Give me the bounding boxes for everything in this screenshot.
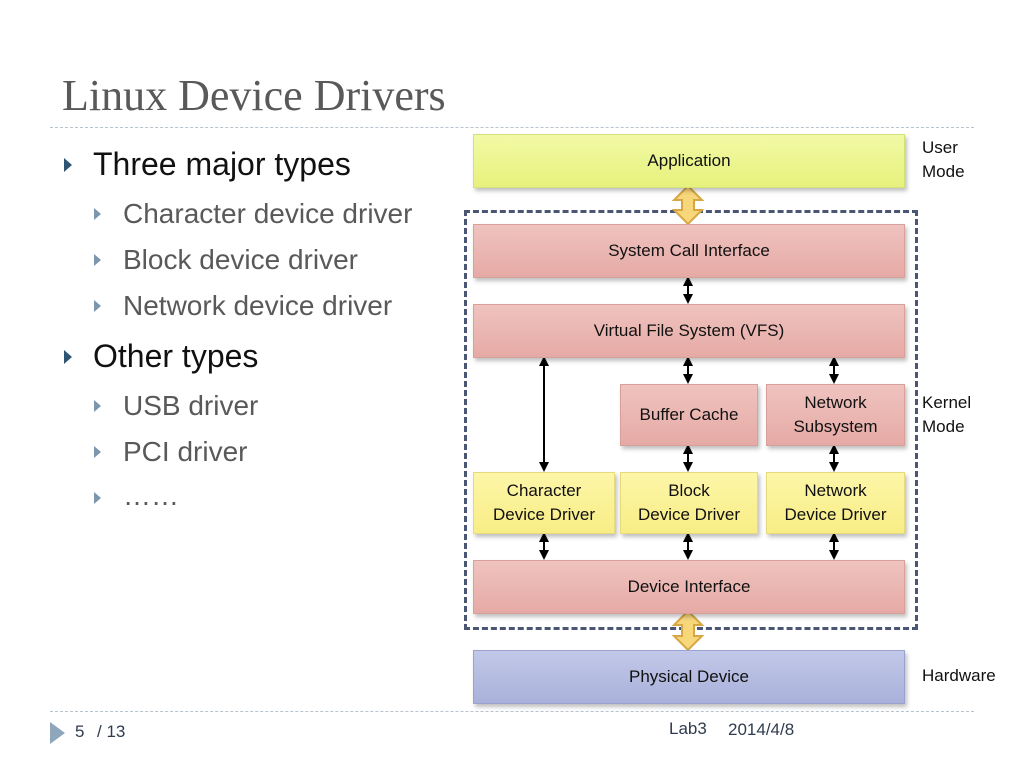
title-divider bbox=[50, 127, 974, 128]
network-subsystem-line2: Subsystem bbox=[793, 417, 878, 436]
footer-divider bbox=[50, 711, 974, 712]
kernel-mode-label: Kernel Mode bbox=[922, 391, 971, 439]
footer-date: 2014/4/8 bbox=[728, 720, 795, 739]
buffer-cache-box: Buffer Cache bbox=[620, 384, 758, 446]
vfs-box: Virtual File System (VFS) bbox=[473, 304, 905, 358]
sub-bullet-arrow-icon bbox=[94, 492, 101, 504]
bullet-three-major-types: Three major types bbox=[93, 146, 351, 182]
sub-bullet-arrow-icon bbox=[94, 446, 101, 458]
character-driver-line1: Character bbox=[506, 481, 582, 500]
sub-bullet-pci: PCI driver bbox=[123, 436, 248, 467]
block-driver-line2: Device Driver bbox=[637, 505, 741, 524]
bullet-arrow-icon bbox=[64, 350, 72, 364]
sub-bullet-arrow-icon bbox=[94, 254, 101, 266]
bullet-other-types: Other types bbox=[93, 338, 259, 374]
bullet-arrow-icon bbox=[64, 158, 72, 172]
sub-bullet-usb: USB driver bbox=[123, 390, 259, 421]
sub-bullet-arrow-icon bbox=[94, 400, 101, 412]
kernel-mode-line2: Mode bbox=[922, 417, 965, 436]
application-box: Application bbox=[473, 134, 905, 188]
network-driver-line2: Device Driver bbox=[784, 505, 887, 524]
sub-bullet-arrow-icon bbox=[94, 208, 101, 220]
block-device-driver-box: Block Device Driver bbox=[620, 472, 758, 534]
system-call-interface-box: System Call Interface bbox=[473, 224, 905, 278]
network-driver-line1: Network bbox=[804, 481, 867, 500]
sub-bullet-character: Character device driver bbox=[123, 198, 413, 229]
sub-bullet-arrow-icon bbox=[94, 300, 101, 312]
user-mode-line1: User bbox=[922, 138, 958, 157]
sub-bullet-network: Network device driver bbox=[123, 290, 393, 321]
user-mode-label: User Mode bbox=[922, 136, 965, 184]
network-subsystem-box: Network Subsystem bbox=[766, 384, 905, 446]
kernel-hardware-double-arrow bbox=[671, 609, 705, 652]
page-number: 5 bbox=[75, 722, 85, 741]
block-driver-line1: Block bbox=[668, 481, 710, 500]
network-subsystem-line1: Network bbox=[804, 393, 867, 412]
character-device-driver-box: Character Device Driver bbox=[473, 472, 615, 534]
user-kernel-double-arrow bbox=[671, 184, 705, 226]
kernel-mode-line1: Kernel bbox=[922, 393, 972, 412]
character-driver-line2: Device Driver bbox=[492, 505, 596, 524]
user-mode-line2: Mode bbox=[922, 162, 965, 181]
hardware-label: Hardware bbox=[922, 666, 996, 685]
footer-lab: Lab3 bbox=[669, 719, 707, 738]
slide-title: Linux Device Drivers bbox=[62, 71, 446, 120]
play-triangle-icon bbox=[50, 722, 65, 744]
network-device-driver-box: Network Device Driver bbox=[766, 472, 905, 534]
page-total: / 13 bbox=[97, 722, 126, 741]
sub-bullet-block: Block device driver bbox=[123, 244, 358, 275]
sub-bullet-ellipsis: …… bbox=[123, 480, 179, 511]
device-interface-box: Device Interface bbox=[473, 560, 905, 614]
physical-device-box: Physical Device bbox=[473, 650, 905, 704]
